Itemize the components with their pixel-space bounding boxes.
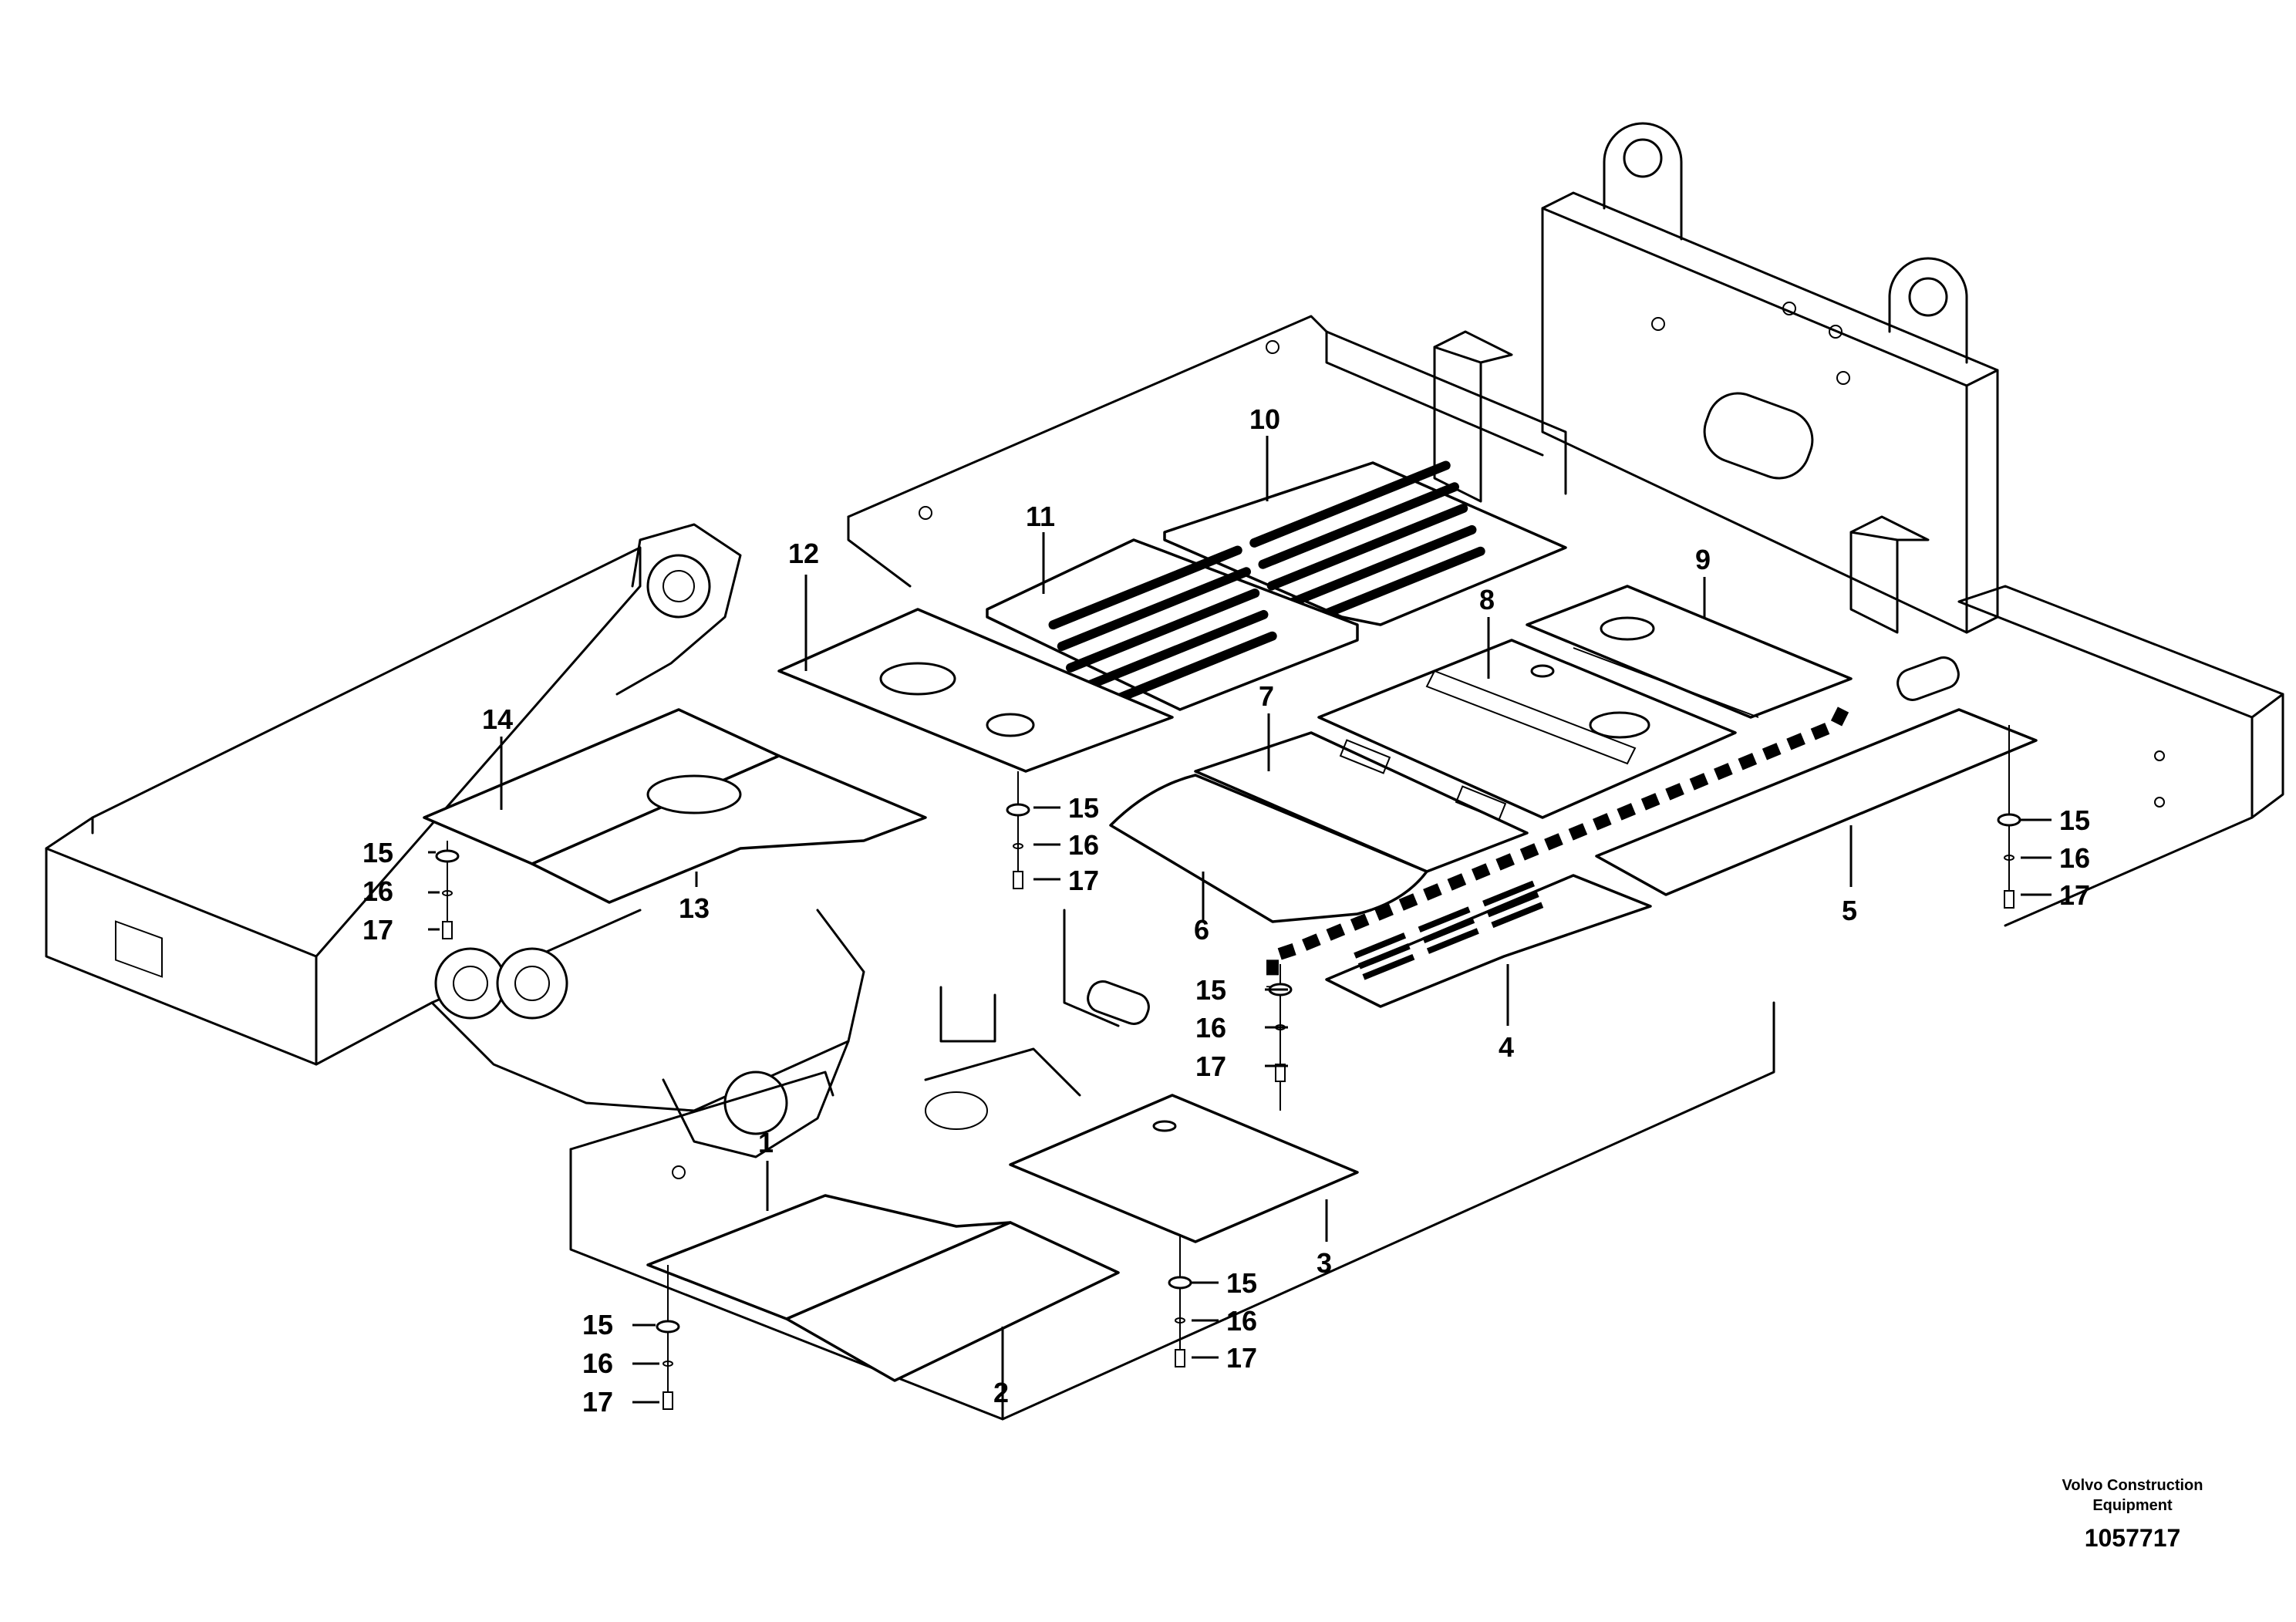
callout-2: 2	[993, 1377, 1009, 1408]
callout-11: 11	[1026, 501, 1055, 532]
callout-8: 8	[1479, 584, 1495, 615]
callout-16-b: 16	[1068, 829, 1099, 861]
panel-8	[1317, 639, 1737, 819]
document-number: 1057717	[2085, 1524, 2181, 1552]
callout-13: 13	[679, 892, 710, 924]
callout-7: 7	[1259, 680, 1274, 712]
panel-3	[1009, 1094, 1359, 1243]
callout-15-c: 15	[1195, 974, 1226, 1006]
brand-line-1: Volvo Construction	[2062, 1477, 2203, 1494]
panel-14	[423, 708, 927, 904]
callout-1: 1	[758, 1127, 774, 1158]
callout-15-e: 15	[1226, 1267, 1257, 1299]
frame-structure	[45, 122, 2284, 1421]
callout-16-e: 16	[1226, 1305, 1257, 1337]
title-block: Volvo Construction Equipment 1057717	[2062, 1477, 2203, 1552]
callout-15-a: 15	[362, 837, 393, 868]
callout-16-d: 16	[2059, 842, 2090, 874]
callout-16-f: 16	[582, 1347, 613, 1379]
callout-3: 3	[1317, 1247, 1332, 1279]
callout-16-a: 16	[362, 875, 393, 907]
callout-12: 12	[788, 538, 819, 569]
seal-strip	[1266, 706, 1849, 987]
callout-6: 6	[1194, 914, 1209, 946]
callout-17-c: 17	[1195, 1050, 1226, 1082]
callout-17-a: 17	[362, 914, 393, 946]
callout-14: 14	[482, 703, 513, 735]
callout-17-e: 17	[1226, 1342, 1257, 1374]
panel-1	[646, 1194, 1012, 1320]
callout-15-b: 15	[1068, 792, 1099, 824]
callout-16-c: 16	[1195, 1012, 1226, 1044]
panel-2	[785, 1221, 1120, 1382]
callout-10: 10	[1249, 403, 1280, 435]
callout-15-d: 15	[2059, 804, 2090, 836]
callout-15-f: 15	[582, 1309, 613, 1340]
panel-10	[1163, 460, 1567, 634]
panel-12	[777, 608, 1174, 773]
panel-6	[1109, 774, 1428, 923]
callout-5: 5	[1842, 895, 1857, 926]
brand-line-2: Equipment	[2092, 1497, 2173, 1514]
callout-17-b: 17	[1068, 865, 1099, 896]
callout-17-d: 17	[2059, 879, 2090, 911]
panel-9	[1526, 585, 1853, 719]
panel-4	[1325, 874, 1652, 1008]
panel-5	[1595, 708, 2038, 896]
callout-labels: 10 11 12 9 8 7 14 13 6 5 4 1 3 2 15 16 1…	[362, 403, 2090, 1418]
panel-11	[986, 538, 1359, 716]
fastener-stack-group	[435, 725, 2021, 1410]
callout-4: 4	[1499, 1031, 1514, 1063]
callout-9: 9	[1695, 544, 1711, 575]
leader-lines	[428, 436, 2052, 1404]
callout-17-f: 17	[582, 1386, 613, 1418]
